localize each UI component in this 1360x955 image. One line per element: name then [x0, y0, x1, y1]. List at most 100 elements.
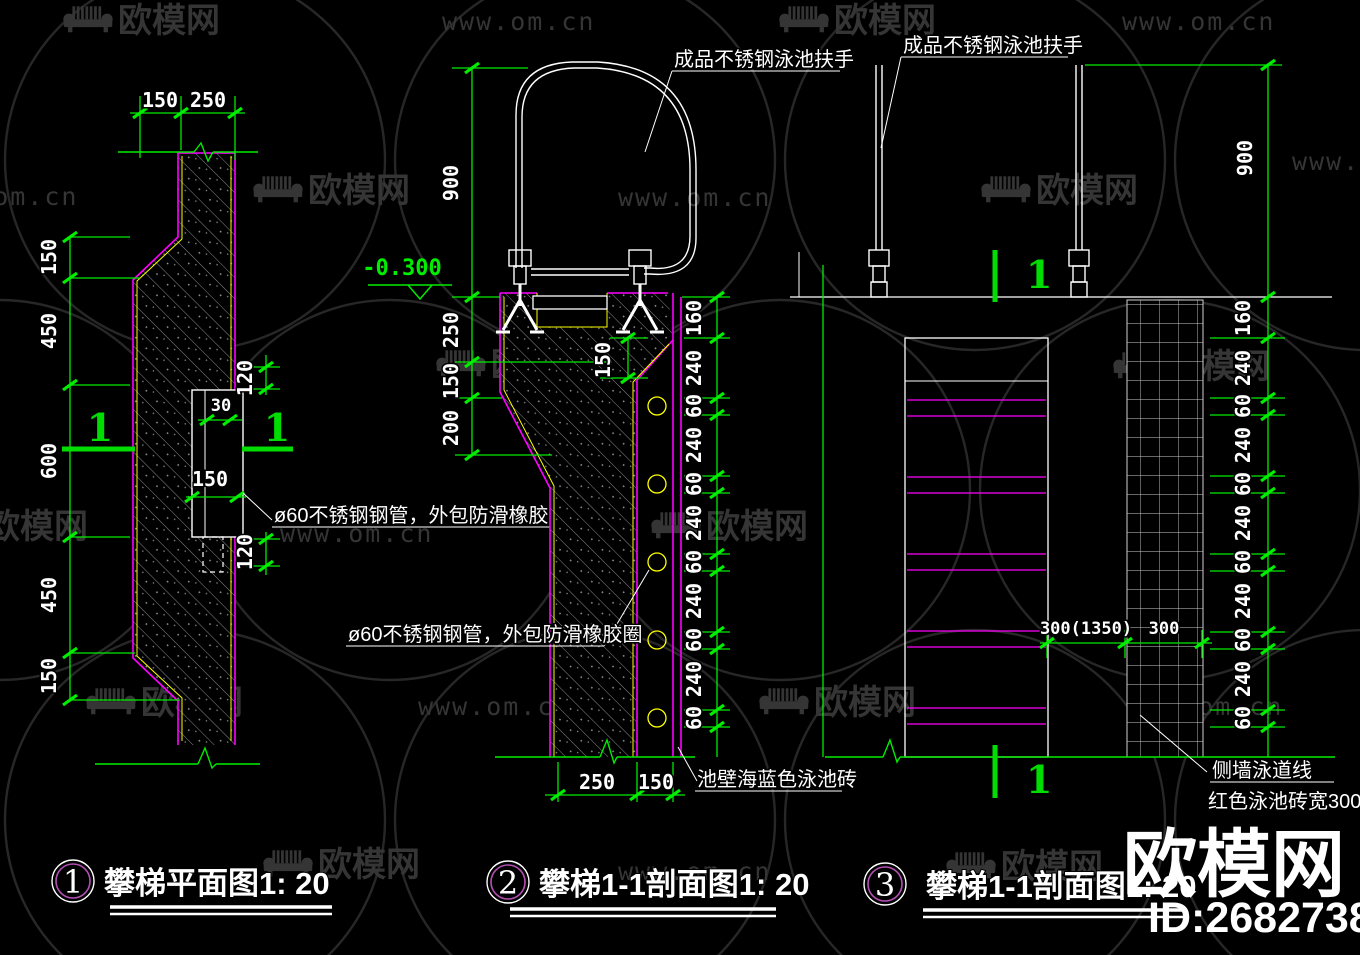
section-handrail-annotation: 成品不锈钢泳池扶手 [644, 47, 856, 153]
dim-sec-chain-1: 240 [682, 350, 706, 386]
dim-sec-bottom-150: 150 [638, 770, 674, 794]
title-2: 2 攀梯1-1剖面图1: 20 [486, 860, 810, 918]
watermark-site-text: www.om.cn [0, 182, 78, 211]
dim-plan-left-150a: 150 [37, 239, 61, 275]
dim-elev-900: 900 [1233, 140, 1257, 176]
section-pipe-label: ø60不锈钢钢管，外包防滑橡胶圈 [348, 623, 642, 646]
watermark-site-text: www.om.cn [618, 857, 771, 886]
elevation-handrail-label: 成品不锈钢泳池扶手 [903, 34, 1083, 57]
section-outline-magenta [499, 292, 682, 757]
elevation-lane-annotation: 侧墙泳道线 红色泳池砖宽300 [1139, 714, 1360, 815]
big-watermark: 欧模网 ID:2682738 [1123, 823, 1360, 942]
dim-sec-chain-6: 60 [682, 550, 706, 574]
plan-marker-1-left: 1 [87, 405, 113, 450]
plan-niche [191, 389, 244, 538]
section-inner-150-dim: 150 [590, 331, 648, 385]
section-right-chain: 160 240 60 240 60 240 60 240 60 240 60 [681, 290, 730, 757]
plan-pipe-annotation: ø60不锈钢钢管，外包防滑橡胶圈 [242, 492, 570, 529]
watermark-brand-text: 欧模网 [0, 508, 88, 546]
dim-elev-chain-10: 60 [1231, 706, 1255, 730]
dim-sec-chain-0: 160 [682, 300, 706, 336]
watermark-site-text: www.om.cn [1122, 7, 1275, 36]
section-handrail [515, 61, 697, 276]
plan-hidden-box [202, 536, 224, 573]
dim-plan-120a: 120 [233, 360, 257, 396]
dim-elev-chain-9: 240 [1231, 661, 1255, 697]
dim-sec-chain-5: 240 [682, 505, 706, 541]
elevation-lane-label-2: 红色泳池砖宽300 [1208, 790, 1360, 813]
title-1-text: 攀梯平面图1: 20 [104, 866, 330, 901]
watermark-brand-text: 欧模网 [814, 684, 916, 722]
dim-sec-250: 250 [439, 312, 463, 348]
drawing-titles: 1 攀梯平面图1: 20 2 攀梯1-1剖面图1: 20 3 攀梯1-1剖面图1… [51, 859, 1197, 919]
dim-sec-200: 200 [439, 410, 463, 446]
dim-elev-chain-0: 160 [1231, 300, 1255, 336]
section-rung-circles [647, 396, 667, 728]
dim-elev-300-1350: 300(1350) [1040, 619, 1132, 639]
dim-elev-chain-6: 60 [1231, 550, 1255, 574]
plan-right-dims: 120 120 30 150 [183, 355, 280, 575]
dim-sec-inner-150: 150 [591, 342, 615, 378]
elevation-rung-lines [907, 399, 1046, 725]
title-3-text: 攀梯1-1剖面图1: 20 [926, 869, 1196, 904]
title-1: 1 攀梯平面图1: 20 [51, 859, 332, 916]
dim-plan-left-150b: 150 [37, 658, 61, 694]
elevation-marker-1-top: 1 [1026, 252, 1052, 297]
dim-elev-chain-3: 240 [1231, 427, 1255, 463]
dim-sec-chain-4: 60 [682, 472, 706, 496]
dim-plan-30: 30 [211, 396, 231, 416]
elevation-marker-1-bottom: 1 [1026, 757, 1052, 802]
dim-sec-chain-9: 240 [682, 661, 706, 697]
dim-plan-top-150: 150 [142, 88, 178, 112]
plan-wall-liner-yellow [136, 156, 232, 741]
plan-marker-1-right: 1 [264, 405, 290, 450]
section-bottom-dims: 250 150 [495, 737, 695, 802]
dim-elev-chain-5: 240 [1231, 505, 1255, 541]
watermark-site-text: www.om.cn [1292, 147, 1360, 176]
plan-left-dims: 150 450 600 450 150 [36, 230, 180, 707]
elevation-bottom-line [825, 737, 1335, 764]
dim-sec-chain-7: 240 [682, 583, 706, 619]
dim-plan-top-250: 250 [190, 88, 226, 112]
section-900-dim: 900 [438, 61, 528, 304]
dim-elev-chain-4: 60 [1231, 472, 1255, 496]
section-level-symbol: -0.300 [362, 256, 452, 301]
plan-view-group: 150 250 150 450 600 450 150 [36, 87, 570, 770]
section-liner-yellow [503, 293, 670, 757]
dim-plan-left-450a: 450 [37, 313, 61, 349]
section-concrete-hatch [500, 293, 673, 757]
dim-sec-chain-10: 60 [682, 706, 706, 730]
section-tile-label: 池壁海蓝色泳池砖 [697, 768, 857, 791]
dim-elev-chain-2: 60 [1231, 394, 1255, 418]
watermark-brand-text: 欧模网 [706, 508, 808, 546]
watermark-brand-text: 欧模网 [834, 2, 936, 40]
dim-plan-niche-150: 150 [192, 467, 228, 491]
section-left-dims: 250 150 200 [438, 297, 612, 462]
elevation-handrail-annotation: 成品不锈钢泳池扶手 [880, 33, 1085, 149]
section-view-group: -0.300 900 250 150 200 [346, 47, 859, 802]
title-3: 3 攀梯1-1剖面图1: 20 [863, 862, 1197, 919]
title-1-number: 1 [63, 863, 83, 901]
dim-plan-120b: 120 [233, 534, 257, 570]
dim-elev-chain-7: 240 [1231, 583, 1255, 619]
dim-elev-chain-8: 60 [1231, 628, 1255, 652]
section-anchor-left [496, 249, 544, 334]
plan-wall-outline-magenta [132, 152, 236, 745]
dim-sec-bottom-250: 250 [579, 770, 615, 794]
elevation-post-right [1068, 65, 1090, 298]
dim-sec-150: 150 [439, 363, 463, 399]
watermark-site-text: www.om.cn [418, 692, 571, 721]
elevation-right-chain: 160 240 60 240 60 240 60 240 60 240 60 [1210, 297, 1285, 757]
title-2-text: 攀梯1-1剖面图1: 20 [539, 867, 809, 902]
title-3-number: 3 [875, 866, 895, 904]
dim-plan-left-450b: 450 [37, 577, 61, 613]
watermark-brand-text: 欧模网 [308, 172, 410, 210]
section-tile-annotation: 池壁海蓝色泳池砖 [677, 746, 859, 793]
section-tread-plate [532, 295, 608, 310]
section-handrail-label: 成品不锈钢泳池扶手 [674, 48, 854, 71]
watermark-brand-text: 欧模网 [1036, 172, 1138, 210]
level-value: -0.300 [362, 256, 441, 281]
dim-plan-left-600: 600 [37, 443, 61, 479]
watermark-brand-text: 欧模网 [118, 2, 220, 40]
